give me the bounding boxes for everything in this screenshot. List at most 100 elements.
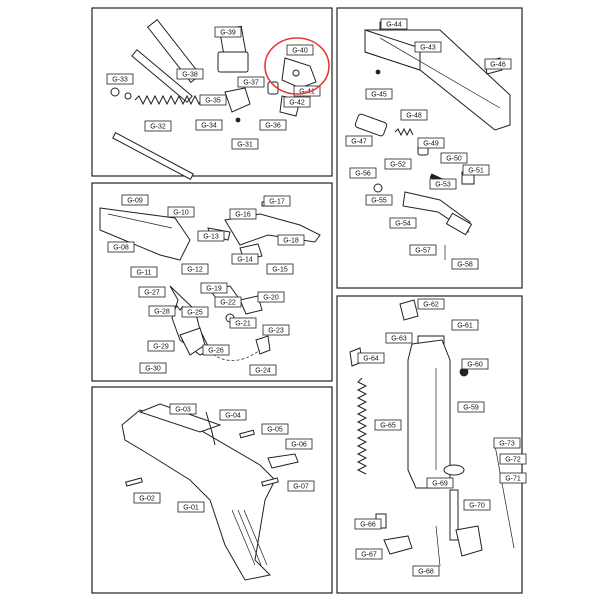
- part-label-text: G-29: [153, 344, 169, 351]
- part-label-g-61: G-61: [451, 319, 479, 331]
- part-label-text: G-36: [265, 123, 281, 130]
- part-label-text: G-13: [203, 234, 219, 241]
- part-label-g-20: G-20: [257, 291, 285, 303]
- part-label-g-14: G-14: [231, 253, 259, 265]
- part-label-box: [139, 362, 167, 374]
- part-label-g-18: G-18: [277, 234, 305, 246]
- part-label-box: [214, 26, 242, 38]
- part-label-g-01: G-01: [177, 501, 205, 513]
- part-label-box: [426, 477, 454, 489]
- part-label-g-24: G-24: [249, 364, 277, 376]
- part-label-g-33: G-33: [106, 73, 134, 85]
- part-label-g-52: G-52: [384, 158, 412, 170]
- part-label-text: G-67: [361, 552, 377, 559]
- part-label-box: [229, 317, 257, 329]
- part-label-text: G-63: [391, 336, 407, 343]
- part-label-text: G-08: [113, 245, 129, 252]
- part-label-g-62: G-62: [417, 298, 445, 310]
- part-label-box: [176, 68, 204, 80]
- part-label-text: G-38: [182, 72, 198, 79]
- part-label-text: G-27: [144, 290, 160, 297]
- part-label-g-54: G-54: [389, 217, 417, 229]
- part-label-g-63: G-63: [385, 332, 413, 344]
- part-label-box: [249, 364, 277, 376]
- part-label-box: [195, 119, 223, 131]
- part-label-box: [389, 217, 417, 229]
- part-label-g-15: G-15: [266, 263, 294, 275]
- part-label-g-29: G-29: [147, 340, 175, 352]
- part-label-box: [380, 18, 408, 30]
- part-label-box: [181, 306, 209, 318]
- part-label-g-27: G-27: [138, 286, 166, 298]
- part-label-text: G-24: [255, 368, 271, 375]
- part-label-text: G-42: [289, 100, 305, 107]
- part-label-box: [374, 419, 402, 431]
- part-label-box: [355, 548, 383, 560]
- part-label-box: [499, 453, 527, 465]
- part-label-text: G-66: [360, 522, 376, 529]
- part-label-text: G-09: [127, 198, 143, 205]
- part-label-g-53: G-53: [429, 178, 457, 190]
- part-label-box: [429, 178, 457, 190]
- part-label-text: G-73: [499, 441, 515, 448]
- part-label-box: [169, 403, 197, 415]
- part-label-box: [261, 423, 289, 435]
- part-label-text: G-19: [206, 286, 222, 293]
- part-label-g-04: G-04: [219, 409, 247, 421]
- part-label-g-36: G-36: [259, 119, 287, 131]
- part-label-text: G-03: [175, 407, 191, 414]
- part-label-g-58: G-58: [451, 258, 479, 270]
- part-label-g-12: G-12: [181, 263, 209, 275]
- part-label-box: [138, 286, 166, 298]
- part-label-g-68: G-68: [412, 565, 440, 577]
- part-label-text: G-58: [457, 262, 473, 269]
- part-label-box: [231, 253, 259, 265]
- part-label-box: [440, 152, 468, 164]
- part-label-box: [231, 138, 259, 150]
- part-label-g-71: G-71: [499, 472, 527, 484]
- part-label-box: [259, 119, 287, 131]
- part-label-text: G-69: [432, 481, 448, 488]
- part-label-g-21: G-21: [229, 317, 257, 329]
- part-label-text: G-51: [468, 168, 484, 175]
- part-label-box: [484, 58, 512, 70]
- part-label-box: [286, 44, 314, 56]
- part-label-text: G-46: [490, 62, 506, 69]
- part-label-g-64: G-64: [357, 352, 385, 364]
- hop-up-chamber-drawing: [281, 57, 317, 89]
- part-label-text: G-01: [183, 505, 199, 512]
- part-label-box: [199, 94, 227, 106]
- part-label-text: G-22: [220, 300, 236, 307]
- part-label-text: G-43: [420, 45, 436, 52]
- part-label-g-28: G-28: [148, 305, 176, 317]
- part-label-g-38: G-38: [176, 68, 204, 80]
- part-label-text: G-61: [457, 323, 473, 330]
- part-label-box: [463, 499, 491, 511]
- part-label-g-45: G-45: [365, 88, 393, 100]
- part-label-text: G-16: [235, 212, 251, 219]
- part-label-g-37: G-37: [237, 76, 265, 88]
- part-label-g-42: G-42: [283, 96, 311, 108]
- part-label-text: G-68: [418, 569, 434, 576]
- part-label-box: [354, 518, 382, 530]
- part-label-text: G-52: [390, 162, 406, 169]
- part-label-box: [106, 73, 134, 85]
- part-label-box: [266, 263, 294, 275]
- part-label-text: G-04: [225, 413, 241, 420]
- part-label-box: [493, 437, 521, 449]
- part-label-g-35: G-35: [199, 94, 227, 106]
- part-label-text: G-17: [269, 199, 285, 206]
- part-label-g-73: G-73: [493, 437, 521, 449]
- frame-drawing: [121, 403, 299, 581]
- part-label-g-05: G-05: [261, 423, 289, 435]
- part-label-text: G-62: [423, 302, 439, 309]
- part-label-box: [457, 401, 485, 413]
- magazine-drawing: [349, 299, 515, 567]
- part-label-text: G-39: [220, 30, 236, 37]
- part-label-box: [461, 358, 489, 370]
- part-label-box: [107, 241, 135, 253]
- part-label-box: [385, 332, 413, 344]
- part-label-box: [451, 319, 479, 331]
- part-label-g-10: G-10: [167, 206, 195, 218]
